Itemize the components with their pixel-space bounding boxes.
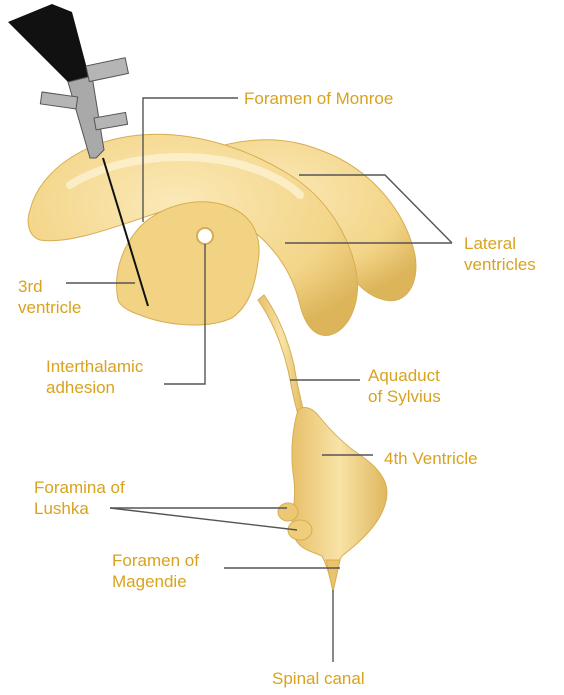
endoscope-port-right xyxy=(94,112,128,129)
interthalamic-adhesion-hole xyxy=(197,228,213,244)
label-foramen-of-monroe: Foramen of Monroe xyxy=(244,88,393,109)
endoscope-handle xyxy=(8,4,90,84)
label-lateral-ventricles: Lateral ventricles xyxy=(464,233,536,275)
label-aqueduct-of-sylvius: Aquaduct of Sylvius xyxy=(368,365,441,407)
label-spinal-canal: Spinal canal xyxy=(272,668,365,689)
foramina-of-lushka-bump xyxy=(278,503,298,521)
label-third-ventricle: 3rd ventricle xyxy=(18,276,81,318)
third-ventricle xyxy=(117,202,260,325)
label-foramen-of-magendie: Foramen of Magendie xyxy=(112,550,199,592)
spinal-canal-tip xyxy=(326,560,340,592)
label-foramina-of-lushka: Foramina of Lushka xyxy=(34,477,125,519)
label-interthalamic-adhesion: Interthalamic adhesion xyxy=(46,356,143,398)
aqueduct-of-sylvius xyxy=(258,295,306,420)
endoscope-port-top xyxy=(86,58,128,82)
fourth-ventricle xyxy=(292,408,387,578)
label-fourth-ventricle: 4th Ventricle xyxy=(384,448,478,469)
leader-lushka-2 xyxy=(110,508,297,530)
